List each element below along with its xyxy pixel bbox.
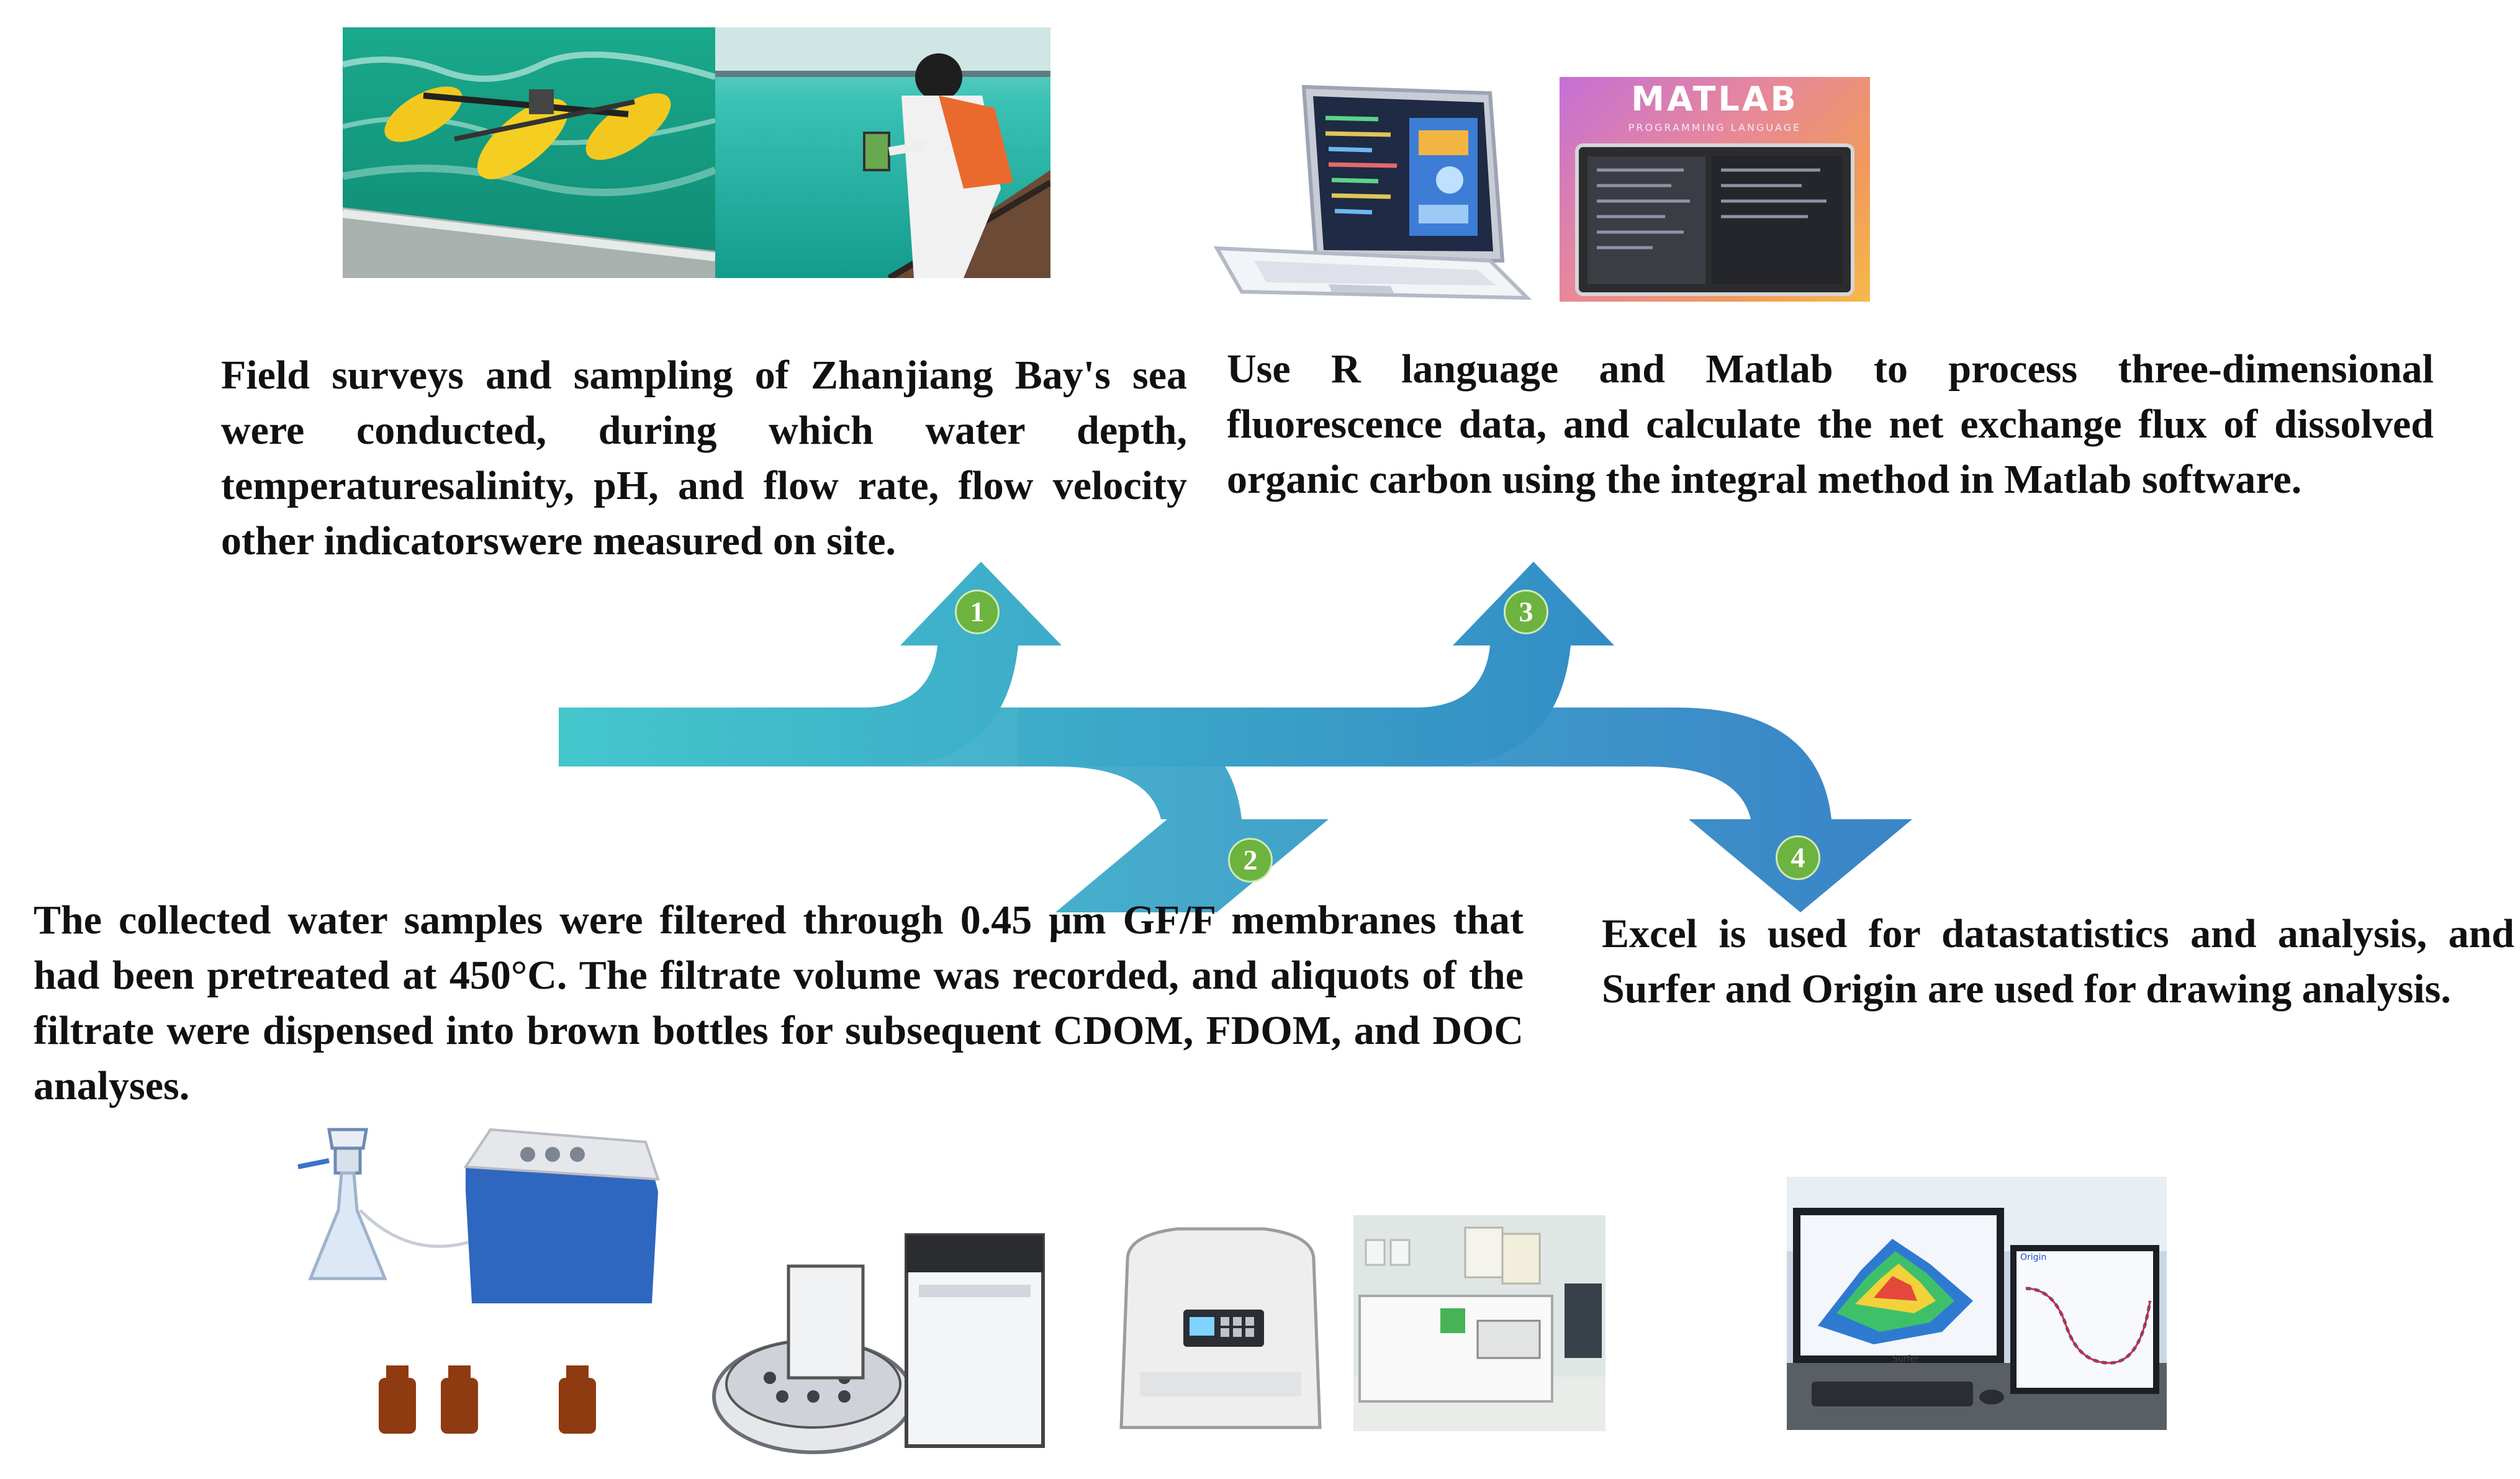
step-4-description: Excel is used for datastatistics and ana… [1602, 911, 2514, 1012]
laptop-code-illustration [1204, 74, 1540, 317]
toc-analyzer-illustration [708, 1229, 1068, 1465]
step-badge-3: 3 [1504, 590, 1548, 634]
surfer-label: Surfer [1892, 1354, 1919, 1364]
matlab-subtitle: PROGRAMMING LANGUAGE [1628, 122, 1802, 133]
filtration-apparatus-illustration [286, 1117, 683, 1440]
spectrophotometer-illustration [1103, 1223, 1339, 1435]
step-3-description: Use R language and Matlab to process thr… [1227, 346, 2434, 502]
step-1-description: Field surveys and sampling of Zhanjiang … [221, 353, 1187, 564]
field-survey-photo [343, 27, 1050, 278]
matlab-wordmark: MATLAB [1631, 79, 1799, 119]
arrow-1 [559, 562, 1062, 766]
step-2-description: The collected water samples were filtere… [34, 897, 1524, 1108]
step-badge-2: 2 [1228, 838, 1273, 883]
matlab-image: MATLAB PROGRAMMING LANGUAGE [1560, 77, 1870, 302]
fluorescence-spectrometer-photo [1353, 1215, 1605, 1431]
surfer-origin-photo: Surfer Origin [1787, 1177, 2167, 1430]
origin-label: Origin [2020, 1252, 2047, 1262]
step-badge-1: 1 [955, 590, 1000, 634]
step-badge-4: 4 [1776, 835, 1820, 880]
arrow-3 [1018, 562, 1614, 766]
